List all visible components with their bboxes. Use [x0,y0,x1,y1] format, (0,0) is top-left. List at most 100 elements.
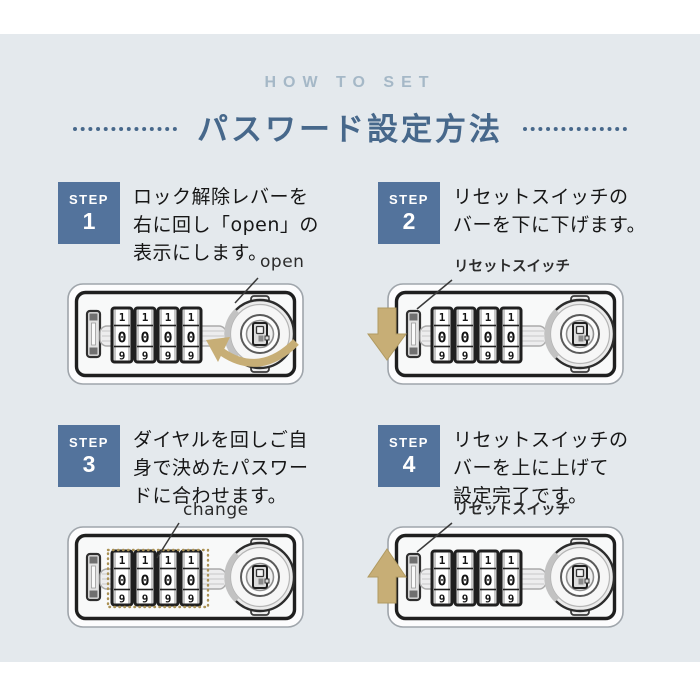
step-badge-label: STEP [389,191,429,207]
knob-shading-crescent [544,308,560,360]
dial-digit: 1 [439,554,446,567]
dial-digit: 9 [508,593,515,606]
description-line: 身で決めたパスワー [133,457,309,479]
dial-digit: 0 [506,572,515,590]
callout-change-label: change [183,500,249,520]
step-3-badge: STEP 3 [58,425,120,487]
dial-digit: 0 [460,572,469,590]
dial-digit: 0 [437,572,446,590]
dial-shade [182,309,185,361]
dial-digit: 0 [117,572,126,590]
page-title: パスワード設定方法 [197,112,503,148]
dial-shade [471,552,474,604]
dial-wheel [133,549,157,607]
dial-digit: 9 [462,350,469,363]
dial-wheel [110,306,134,364]
dial-digit: 1 [508,554,515,567]
down-arrow [367,307,407,361]
lever-slot [411,565,416,589]
key-head [255,325,265,335]
dial-digit: 0 [483,572,492,590]
dial-digit: 1 [119,311,126,324]
step-2-header: STEP 2 リセットスイッチの バーを下に下げます。 [378,182,680,244]
dial-digit: 0 [163,572,172,590]
dial-shade [128,552,131,604]
key-blade [258,335,264,342]
description-line: 設定完了です。 [453,485,588,507]
key-head [255,568,265,578]
step-badge-label: STEP [69,191,109,207]
step-4-badge: STEP 4 [378,425,440,487]
dial-digit: 9 [165,593,172,606]
dial-wheel [476,306,500,364]
dial-digit: 9 [462,593,469,606]
dial-shade [479,309,482,361]
dial-shade [494,309,497,361]
dial-digit: 0 [117,329,126,347]
dial-shade [151,552,154,604]
step-4-description: リセットスイッチの バーを上に上げて 設定完了です。 [453,425,629,510]
dial-shade [113,552,116,604]
dial-wheel [499,549,523,607]
lever-slot [91,322,96,346]
dial-shade [128,309,131,361]
dial-shade [517,309,520,361]
dial-digit: 9 [439,593,446,606]
instruction-panel: HOW TO SET パスワード設定方法 STEP 1 ロック解除レバーを 右に… [0,34,700,662]
lever-cap-bottom [89,590,98,598]
dial-digit: 9 [142,350,149,363]
dial-shade [174,552,177,604]
dial-shade [448,552,451,604]
dial-shade [151,309,154,361]
dial-shade [174,309,177,361]
dial-digit: 9 [485,350,492,363]
dial-digit: 1 [188,311,195,324]
dial-digit: 0 [483,329,492,347]
dial-digit: 9 [119,350,126,363]
callout-connector-line [234,277,259,304]
dial-wheel [476,549,500,607]
lever-cap-top [409,313,418,321]
lever-cap-top [89,556,98,564]
dial-digit: 1 [462,554,469,567]
dial-digit: 0 [437,329,446,347]
lever-slot [91,565,96,589]
step-3-description: ダイヤルを回しご自 身で決めたパスワー ドに合わせます。 [133,425,309,510]
dial-digit: 0 [186,572,195,590]
eyebrow-title: HOW TO SET [264,74,436,91]
dial-shade [502,309,505,361]
dial-digit: 1 [439,311,446,324]
dial-digit: 9 [165,350,172,363]
knob-shading-crescent [224,551,240,603]
step-badge-label: STEP [69,434,109,450]
description-line: 表示にします。 [133,242,268,264]
key-notch [584,335,590,341]
dial-digit: 9 [119,593,126,606]
dial-shade [136,309,139,361]
step-badge-number: 3 [82,450,96,477]
dial-shade [433,552,436,604]
dial-shade [159,552,162,604]
key-notch [264,578,270,584]
dial-digit: 9 [142,593,149,606]
dial-shade [433,309,436,361]
dial-wheel [430,549,454,607]
dial-digit: 9 [439,350,446,363]
description-line: リセットスイッチの [453,429,629,451]
dial-shade [197,309,200,361]
description-line: バーを上に上げて [453,457,610,479]
dial-shade [448,309,451,361]
description-line: ドに合わせます。 [133,485,288,507]
dial-shade [502,552,505,604]
description-line: ロック解除レバーを [133,186,309,208]
knob-shading-crescent [224,308,240,360]
key-head [575,568,585,578]
dotted-line-left [73,126,177,131]
callout-connector-line [416,522,453,553]
dial-digit: 1 [119,554,126,567]
step-1-badge: STEP 1 [58,182,120,244]
